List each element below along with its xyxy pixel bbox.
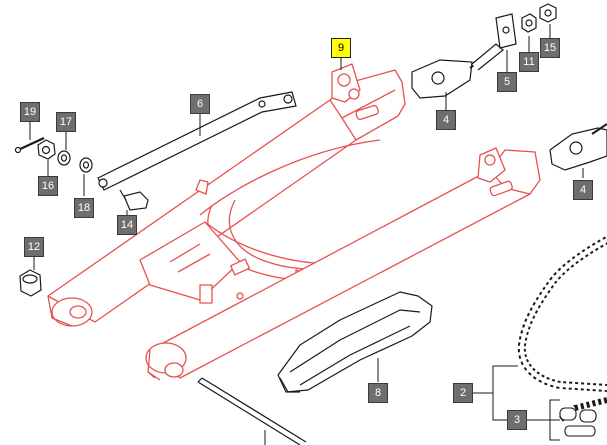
- callout-2[interactable]: 2: [453, 383, 473, 403]
- callout-18[interactable]: 18: [74, 198, 94, 218]
- nut-16[interactable]: [37, 139, 56, 160]
- callout-17[interactable]: 17: [56, 112, 76, 132]
- nut-11[interactable]: [521, 13, 537, 33]
- nut-12[interactable]: [19, 269, 42, 297]
- callout-9[interactable]: 9: [331, 38, 351, 58]
- bolt-14[interactable]: [119, 189, 149, 211]
- bolt-19[interactable]: [14, 137, 45, 154]
- leader-lines: [29, 24, 584, 445]
- swingarm-assembly[interactable]: [47, 63, 541, 381]
- callout-8[interactable]: 8: [368, 383, 388, 403]
- callout-3[interactable]: 3: [507, 410, 527, 430]
- callout-4-lower[interactable]: 4: [573, 180, 593, 200]
- adjuster-plate[interactable]: [495, 13, 517, 49]
- callout-6[interactable]: 6: [190, 94, 210, 114]
- nut-15[interactable]: [539, 3, 557, 23]
- chain-master-link[interactable]: [559, 407, 597, 437]
- chain-adjuster-lower[interactable]: [549, 123, 607, 171]
- callout-11[interactable]: 11: [519, 52, 539, 72]
- drive-chain[interactable]: [517, 236, 607, 423]
- callout-16[interactable]: 16: [38, 176, 58, 196]
- axle-shaft[interactable]: [197, 377, 307, 445]
- chain-adjuster-upper[interactable]: [411, 43, 504, 99]
- washer-17[interactable]: [57, 150, 71, 166]
- chain-slider[interactable]: [277, 291, 433, 393]
- callout-4-upper[interactable]: 4: [436, 110, 456, 130]
- chain-guard-strap[interactable]: [97, 91, 297, 191]
- callout-15[interactable]: 15: [540, 38, 560, 58]
- washer-18[interactable]: [79, 157, 93, 173]
- callout-19[interactable]: 19: [20, 102, 40, 122]
- callout-5[interactable]: 5: [497, 72, 517, 92]
- callout-14[interactable]: 14: [117, 215, 137, 235]
- callout-12[interactable]: 12: [24, 237, 44, 257]
